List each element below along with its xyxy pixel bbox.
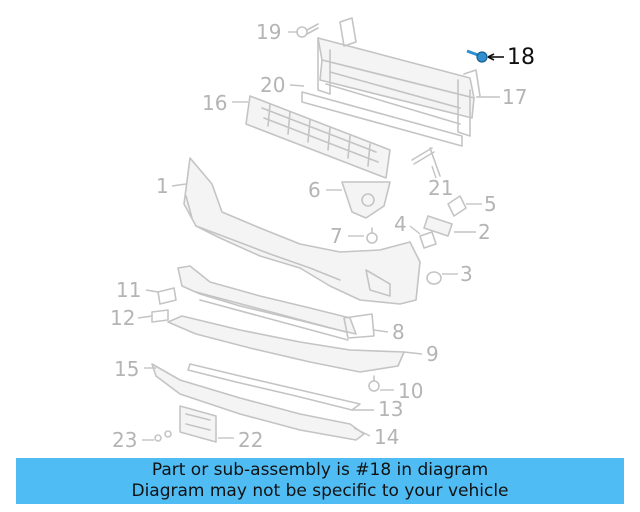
callout-9: 9 — [426, 342, 439, 366]
part-9-skid-plate — [167, 315, 405, 373]
part-12-pad — [151, 309, 169, 323]
callout-14: 14 — [374, 425, 399, 449]
callout-labels: 19 18 20 17 16 1 6 21 5 4 2 7 3 11 12 8 … — [110, 20, 535, 452]
part-16-energy-absorber — [245, 95, 391, 179]
callout-8: 8 — [392, 320, 405, 344]
callout-15: 15 — [114, 357, 139, 381]
callout-20: 20 — [260, 73, 285, 97]
part-7-screw — [366, 227, 378, 244]
callout-23: 23 — [112, 428, 137, 452]
part-15-lower-lip — [151, 363, 365, 441]
callout-7: 7 — [330, 224, 343, 248]
part-11-clip — [157, 287, 177, 305]
callout-16: 16 — [202, 91, 227, 115]
callout-2: 2 — [478, 220, 491, 244]
part-6-bracket — [341, 181, 391, 219]
part-20-absorber — [301, 91, 463, 147]
callout-19: 19 — [256, 20, 281, 44]
callout-3: 3 — [460, 262, 473, 286]
part-5-clip — [447, 195, 467, 217]
callout-17: 17 — [502, 85, 527, 109]
callout-1: 1 — [156, 174, 169, 198]
callout-13: 13 — [378, 397, 403, 421]
callout-12: 12 — [110, 306, 135, 330]
part-23-screws — [154, 430, 172, 442]
callout-11: 11 — [116, 278, 141, 302]
part-22-license-bracket — [179, 405, 217, 443]
part-18-bolt-highlight — [466, 49, 488, 63]
callout-5: 5 — [484, 192, 497, 216]
part-2-bracket — [423, 215, 453, 237]
part-19-bolt — [296, 23, 319, 38]
part-3-cap — [426, 271, 442, 285]
part-4-nut — [419, 231, 437, 249]
callout-18: 18 — [507, 45, 535, 70]
part-1-bumper-cover — [183, 157, 421, 305]
callout-22: 22 — [238, 428, 263, 452]
callout-21: 21 — [428, 176, 453, 200]
part-17-reinforcement-beam — [317, 17, 481, 137]
callout-4: 4 — [394, 212, 407, 236]
part-21-clip — [411, 147, 441, 177]
banner-line-disclaimer: Diagram may not be specific to your vehi… — [131, 481, 509, 501]
leader-lines — [137, 31, 504, 441]
info-banner: Part or sub-assembly is #18 in diagram D… — [16, 458, 624, 504]
banner-line-part-number: Part or sub-assembly is #18 in diagram — [151, 460, 489, 480]
callout-6: 6 — [308, 178, 321, 202]
part-8-grille-insert — [343, 313, 375, 339]
lower-grille — [177, 265, 357, 341]
part-10-screw — [368, 375, 380, 392]
callout-10: 10 — [398, 379, 423, 403]
